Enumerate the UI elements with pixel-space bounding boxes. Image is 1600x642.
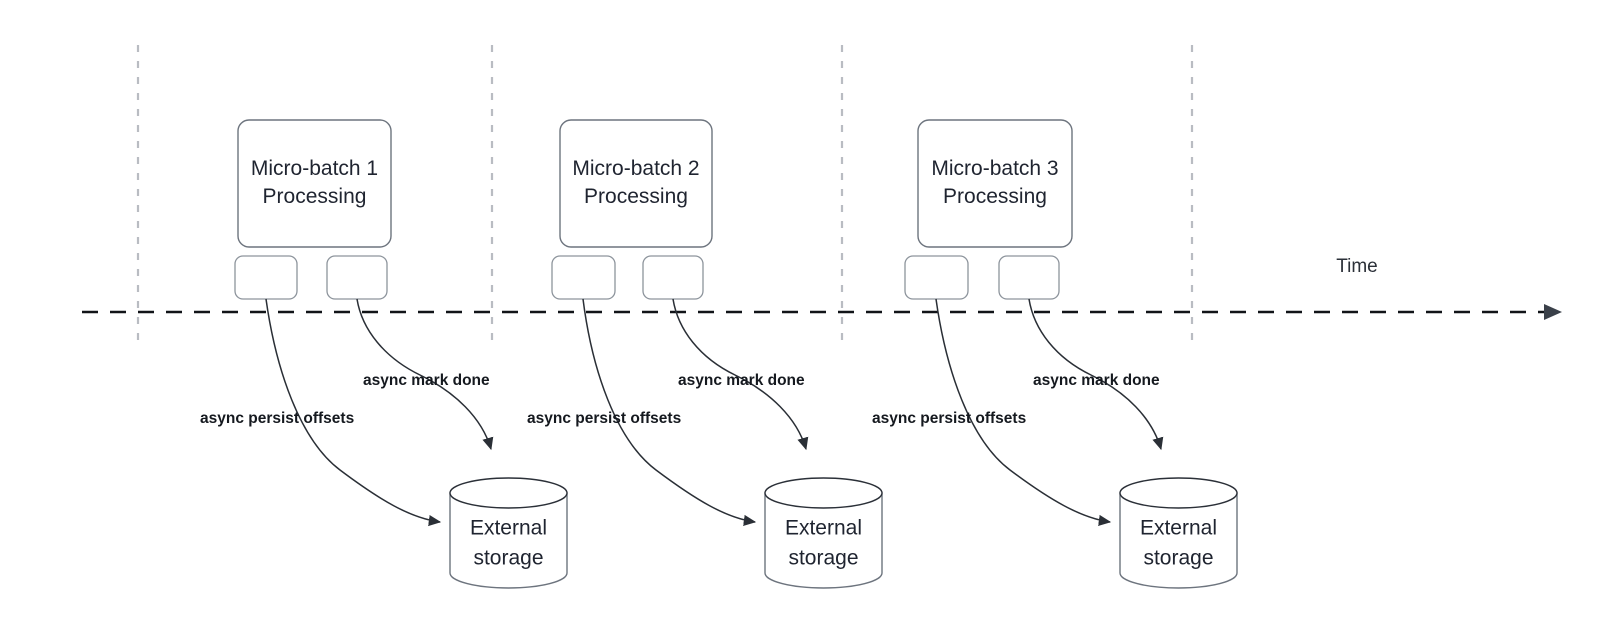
edge-async-persist-offsets-1-label: async persist offsets (200, 410, 354, 427)
external-storage-2-line1: External (785, 517, 862, 540)
micro-batch-2-task-a[interactable] (551, 255, 616, 300)
edge-async-mark-done-2 (672, 298, 809, 451)
edge-async-persist-offsets-3 (935, 298, 1112, 527)
micro-batch-3-box[interactable] (917, 119, 1073, 248)
external-storage-3-body (1119, 492, 1238, 589)
external-storage-1-body (449, 492, 568, 589)
time-arrow-head (1544, 304, 1562, 320)
external-storage-3-top (1119, 477, 1238, 509)
micro-batch-1-task-b[interactable] (326, 255, 388, 300)
external-storage-2-top (764, 477, 883, 509)
external-storage-3-line2: storage (1143, 547, 1213, 570)
tick-lines-layer (136, 45, 1194, 345)
external-storage-1-line2: storage (473, 547, 543, 570)
micro-batch-2-box[interactable] (559, 119, 713, 248)
external-storage-2[interactable]: External storage (764, 477, 883, 589)
external-storage-1-line1: External (470, 517, 547, 540)
external-storage-1-top (449, 477, 568, 509)
edge-async-mark-done-2-label: async mark done (678, 372, 805, 389)
labels-layer: async persist offsets async mark done asyn… (200, 372, 1160, 427)
edge-async-mark-done-3-label: async mark done (1033, 372, 1160, 389)
external-storage-2-body (764, 492, 883, 589)
edge-async-persist-offsets-1 (265, 298, 442, 527)
micro-batch-2-box-line2: Processing (584, 185, 688, 208)
micro-batch-1-box-line2: Processing (263, 185, 367, 208)
edge-async-persist-offsets-2 (582, 298, 757, 527)
micro-batch-1-task-a[interactable] (234, 255, 298, 300)
edge-async-persist-offsets-2-label: async persist offsets (527, 410, 681, 427)
edge-async-mark-done-3 (1028, 298, 1164, 451)
micro-batch-3-box-line2: Processing (943, 185, 1047, 208)
micro-batch-1-box-line1: Micro-batch 1 (251, 157, 378, 180)
external-storage-2-line2: storage (788, 547, 858, 570)
timeline-layer: Time (82, 256, 1562, 320)
time-axis-label: Time (1336, 256, 1378, 277)
edge-async-mark-done-1 (356, 298, 494, 451)
external-storage-3[interactable]: External storage (1119, 477, 1238, 589)
external-storage-1[interactable]: External storage (449, 477, 568, 589)
micro-batch-3-task-a[interactable] (904, 255, 969, 300)
groups-layer: Micro-batch 1ProcessingExternalstorageMi… (234, 119, 1238, 589)
edge-async-persist-offsets-3-label: async persist offsets (872, 410, 1026, 427)
micro-batch-3-box-line1: Micro-batch 3 (931, 157, 1058, 180)
edge-async-mark-done-1-label: async mark done (363, 372, 490, 389)
micro-batch-3-task-b[interactable] (998, 255, 1060, 300)
external-storage-3-line1: External (1140, 517, 1217, 540)
micro-batch-2-task-b[interactable] (642, 255, 704, 300)
micro-batch-1-box[interactable] (237, 119, 392, 248)
micro-batch-2-box-line1: Micro-batch 2 (572, 157, 699, 180)
